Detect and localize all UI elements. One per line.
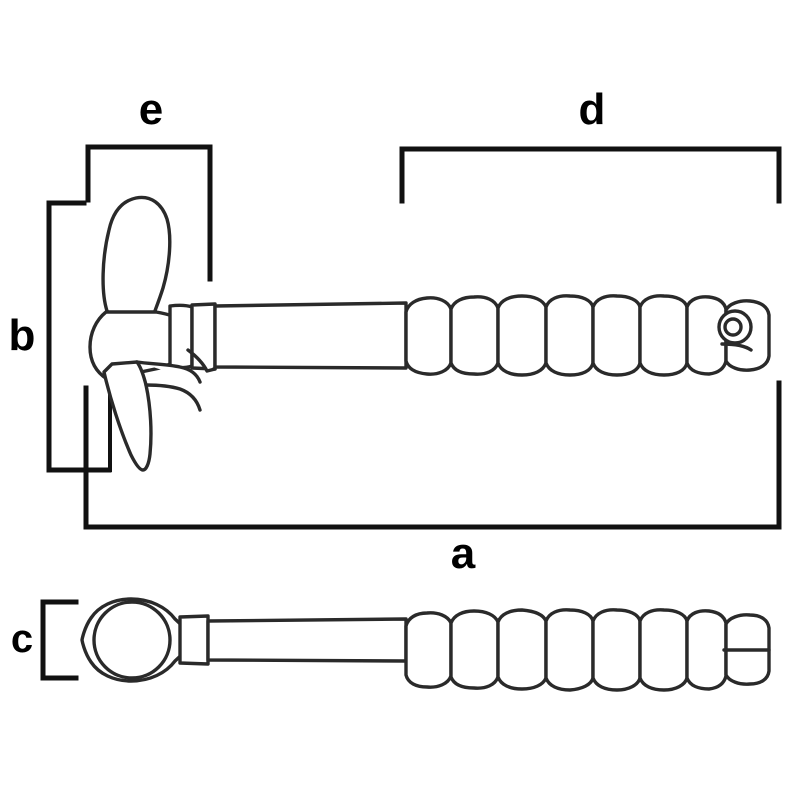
hammer-side-view — [88, 195, 771, 472]
hang-hole-inner — [723, 317, 743, 337]
hammer-throat — [186, 348, 217, 373]
face-circle — [92, 600, 172, 680]
dimension-bracket-b — [46, 200, 112, 473]
hammer-claw-inner-edge — [135, 360, 202, 384]
neck-block-top-view — [178, 614, 210, 666]
dimension-label-c: c — [10, 617, 34, 661]
dimension-bracket-c — [40, 599, 79, 681]
dimension-label-b: b — [8, 311, 36, 360]
grip-segment — [544, 608, 595, 692]
dimension-label-d: d — [578, 85, 606, 134]
grip-segment — [496, 294, 548, 377]
grip-segment — [449, 609, 500, 690]
hammer-collar — [168, 303, 194, 370]
hammer-claw — [102, 360, 153, 472]
dimension-bracket-d — [399, 146, 782, 204]
grip-segment — [404, 611, 453, 689]
grip-segment — [591, 294, 642, 377]
dimension-label-e: e — [138, 85, 164, 134]
hammer-shaft — [213, 301, 408, 370]
dimension-label-a: a — [450, 529, 476, 578]
dimension-bracket-a — [83, 380, 782, 530]
end-cap-divider — [720, 342, 753, 352]
grip-segment — [591, 608, 642, 692]
hammer-claw-inner-edge-2 — [144, 383, 202, 412]
hammer-top-view — [80, 597, 771, 692]
shaft-top-view — [206, 617, 408, 663]
grip-segment — [496, 608, 548, 691]
grip-segment — [449, 295, 500, 376]
hammer-eye-block — [190, 302, 217, 371]
grip-segment — [404, 296, 453, 376]
dimension-bracket-e — [85, 144, 213, 282]
grip-segment — [638, 608, 689, 692]
grip-segment — [685, 609, 728, 691]
grip-segment — [638, 294, 689, 377]
hammer-peen — [101, 195, 172, 327]
grip-segment — [544, 294, 595, 377]
